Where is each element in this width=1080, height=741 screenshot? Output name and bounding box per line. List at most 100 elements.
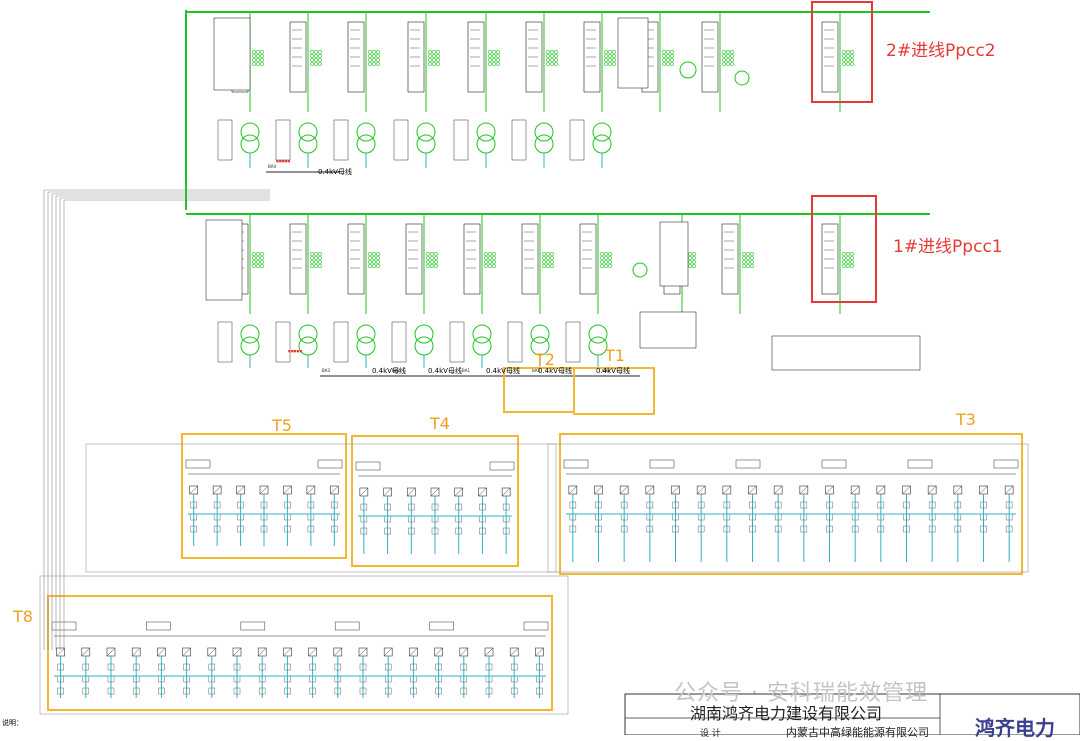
ct-symbol (742, 256, 746, 260)
ct-symbol (846, 260, 850, 264)
ct-symbol (662, 50, 666, 54)
pv-combiner (233, 663, 241, 671)
ct-symbol (496, 54, 500, 58)
pv-combiner (237, 525, 244, 533)
lower-aux-cabinet (659, 221, 689, 287)
ct-symbol (426, 260, 430, 264)
inverter-slash (696, 485, 706, 495)
inverter-slash (308, 647, 317, 657)
pv-combiner (190, 501, 197, 509)
ct-symbol (746, 256, 750, 260)
ct-symbol (842, 54, 846, 58)
ct-symbol (310, 264, 314, 268)
pv-combiner (132, 687, 140, 695)
ct-symbol (608, 54, 612, 58)
ct-symbol (842, 62, 846, 66)
box-transformer (240, 621, 266, 631)
ct-symbol (692, 264, 696, 268)
pv-combiner (82, 687, 90, 695)
ct-symbol (318, 256, 322, 260)
zone-label-t1: T1 (605, 346, 625, 365)
ct-symbol (434, 260, 438, 264)
transformer-secondary-winding (592, 134, 612, 154)
lower-feeder-5 (507, 214, 554, 368)
ct-symbol (846, 58, 850, 62)
pv-combiner (460, 687, 468, 695)
ct-symbol (432, 58, 436, 62)
transformer-spec-box (569, 119, 585, 161)
transformer-primary-winding (530, 324, 550, 344)
ct-symbol (252, 62, 256, 66)
box-transformer (907, 459, 933, 469)
ct-symbol (550, 252, 554, 256)
ct-symbol (692, 256, 696, 260)
transformer-spec-box (275, 321, 291, 363)
pv-combiner (284, 501, 291, 509)
pv-combiner (800, 501, 808, 509)
ct-symbol (488, 252, 492, 256)
transformer-primary-winding (240, 324, 260, 344)
ct-symbol (722, 58, 726, 62)
ct-symbol (750, 252, 754, 256)
inverter-slash (979, 485, 988, 495)
inverter-slash (259, 485, 269, 495)
ct-symbol (750, 256, 754, 260)
ct-symbol (730, 54, 734, 58)
ct-symbol (256, 260, 260, 264)
inverter-slash (189, 485, 198, 495)
pv-combiner (82, 663, 90, 671)
ct-symbol (314, 50, 318, 54)
transformer-secondary-winding (414, 336, 434, 356)
ct-symbol (608, 256, 612, 260)
ct-symbol (492, 54, 496, 58)
inverter-slash (330, 485, 339, 495)
pv-combiner (928, 525, 936, 533)
lower-lv-busbar-label-3: 0.4kV母线 (486, 367, 520, 375)
ct-symbol (608, 252, 612, 256)
lower-lv-busbar-label-2: 0.4kV母线 (428, 367, 462, 375)
pv-combiner (57, 663, 64, 671)
ct-symbol (850, 50, 854, 54)
ct-symbol (372, 54, 376, 58)
ct-symbol (368, 264, 372, 268)
ppcc2-highlight-box (811, 1, 873, 103)
ct-symbol (256, 62, 260, 66)
ct-symbol (688, 264, 692, 268)
pv-combiner (502, 503, 510, 511)
transformer-spec-box (449, 321, 465, 363)
ct-symbol (314, 260, 318, 264)
ct-symbol (368, 58, 372, 62)
ct-symbol (726, 50, 730, 54)
ct-symbol (742, 264, 746, 268)
ct-symbol (256, 54, 260, 58)
pv-combiner (723, 525, 731, 533)
pv-combiner (569, 525, 577, 533)
ct-symbol (546, 252, 550, 256)
lower-feeder-3 (391, 214, 438, 368)
ct-symbol (846, 62, 850, 66)
transformer-spec-box (453, 119, 469, 161)
ct-symbol (256, 252, 260, 256)
pv-combiner (435, 663, 442, 671)
ct-symbol (612, 58, 616, 62)
box-transformer (993, 459, 1019, 469)
inverter-slash (748, 485, 757, 495)
ct-symbol (260, 256, 264, 260)
transformer-primary-winding (356, 122, 376, 142)
box-transformer (821, 459, 847, 469)
pv-combiner (485, 687, 493, 695)
pv-combiner (284, 687, 291, 695)
transformer-secondary-winding (472, 336, 492, 356)
ct-symbol (430, 260, 434, 264)
ct-symbol (432, 62, 436, 66)
lower-lv-busbar-label-1: 0.4kV母线 (372, 367, 406, 375)
ct-symbol (742, 260, 746, 264)
ct-symbol (256, 58, 260, 62)
ct-symbol (670, 58, 674, 62)
ct-symbol (604, 58, 608, 62)
ct-symbol (846, 252, 850, 256)
ppcc2-label: 2#进线Ppcc2 (886, 41, 996, 61)
transformer-primary-winding (472, 324, 492, 344)
pv-combiner (190, 525, 197, 533)
pv-combiner (536, 687, 543, 695)
